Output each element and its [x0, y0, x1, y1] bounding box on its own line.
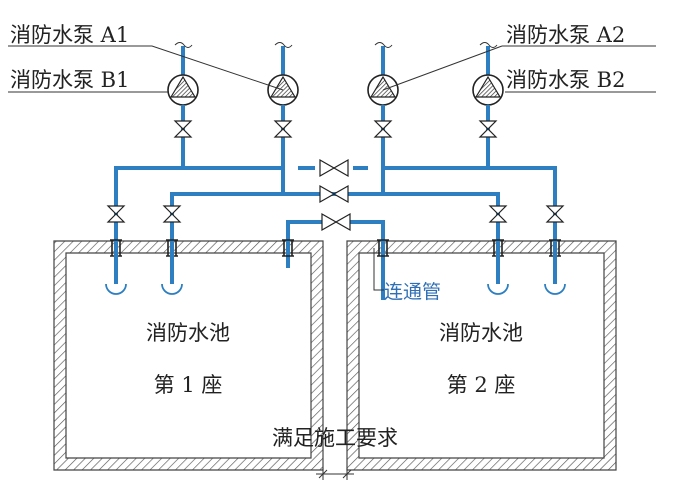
gap-dimension-marker — [316, 468, 354, 480]
horizontal-gate-valves — [319, 158, 351, 232]
pool-2-name: 消防水池 — [439, 321, 523, 345]
vertical-gate-valves — [106, 120, 565, 223]
pump-a1-label: 消防水泵 A1 — [10, 23, 129, 47]
valve-header-tie-lower — [319, 184, 349, 204]
pool-suction-pipes — [114, 252, 557, 284]
valve-pump-b2 — [478, 120, 498, 138]
pump-a2-icon — [367, 74, 399, 106]
valve-pump-a2 — [373, 120, 393, 138]
valve-pool-1-inner — [162, 205, 182, 223]
pool-2 — [346, 240, 617, 471]
valve-pump-b1 — [173, 120, 193, 138]
valve-pump-a1 — [273, 120, 293, 138]
pump-b2-icon — [472, 74, 504, 106]
pipe-break-marks — [174, 42, 498, 48]
labels: 消防水泵 A1 消防水泵 B1 消防水泵 A2 消防水泵 B2 连通管 消防水池… — [10, 23, 625, 450]
connecting-pipe-label: 连通管 — [384, 281, 441, 303]
pump-suction-pipes — [181, 105, 490, 155]
pool-2-number: 第 2 座 — [447, 373, 516, 397]
manifold-pipes — [114, 155, 557, 300]
suction-bellmouths — [105, 283, 566, 295]
pump-outlet-pipes — [181, 46, 490, 78]
pump-b1-label: 消防水泵 B1 — [10, 68, 129, 92]
leader-lines — [8, 45, 656, 291]
construction-note: 满足施工要求 — [272, 426, 398, 450]
pool-1-name: 消防水池 — [146, 321, 230, 345]
valve-pool-2-outer — [545, 205, 565, 223]
pool-1-number: 第 1 座 — [154, 373, 223, 397]
valve-header-tie-upper — [319, 158, 349, 178]
valve-connecting-pipe — [321, 212, 351, 232]
pool-2-wall — [346, 240, 617, 471]
pump-b1-icon — [167, 74, 199, 106]
valve-pool-1-outer — [106, 205, 126, 223]
valve-pool-2-inner — [488, 205, 508, 223]
pump-a2-label: 消防水泵 A2 — [506, 23, 625, 47]
pump-b2-label: 消防水泵 B2 — [506, 68, 625, 92]
